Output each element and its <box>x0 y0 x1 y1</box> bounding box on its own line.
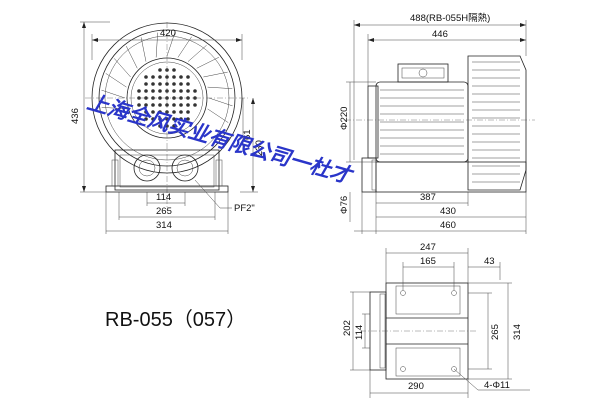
vent-dot <box>151 75 155 79</box>
vent-dot <box>172 117 176 121</box>
vent-dot <box>151 89 155 93</box>
dim-488: 488(RB-055H隔熱) <box>410 12 490 24</box>
vent-dot <box>172 110 176 114</box>
fin <box>203 71 228 78</box>
vent-dot <box>151 103 155 107</box>
side-view: 488(RB-055H隔熱) 446 Φ220 Φ76 387 430 460 <box>339 12 535 234</box>
dim-114-bottom: 114 <box>354 325 365 340</box>
vent-dot <box>137 89 141 93</box>
fin <box>126 45 138 69</box>
vent-dot <box>165 82 169 86</box>
vent-dot <box>186 82 190 86</box>
vent-dot <box>193 89 197 93</box>
bottom-view: 247 165 43 202 114 265 314 290 4-Φ1 <box>342 242 530 398</box>
fin <box>196 57 220 69</box>
fin <box>166 32 176 57</box>
vent-dot <box>144 110 148 114</box>
dim-290: 290 <box>408 381 424 392</box>
vent-dot <box>186 117 190 121</box>
dim-460: 460 <box>440 220 456 231</box>
fin <box>208 97 233 107</box>
vent-dot <box>137 103 141 107</box>
front-view: 420 436 230 61 114 265 314 PF2" <box>70 21 265 234</box>
dim-314-bottom: 314 <box>512 324 523 340</box>
vent-dot <box>193 103 197 107</box>
dim-265: 265 <box>156 206 172 217</box>
vent-dot <box>158 82 162 86</box>
vent-dot <box>186 75 190 79</box>
vent-dot <box>179 89 183 93</box>
vent-dot <box>186 103 190 107</box>
vent-dot <box>172 89 176 93</box>
vent-dot <box>151 110 155 114</box>
dim-61: 61 <box>242 129 253 140</box>
vent-dot <box>179 117 183 121</box>
fin <box>101 89 126 99</box>
fin <box>187 45 207 62</box>
vent-dot <box>179 82 183 86</box>
vent-dot <box>179 75 183 79</box>
vent-dot <box>172 75 176 79</box>
vent-dot <box>144 82 148 86</box>
vent-dot <box>158 103 162 107</box>
vent-dot <box>144 117 148 121</box>
housing-fins <box>472 61 520 183</box>
vent-grid <box>137 68 197 128</box>
vent-dot <box>179 103 183 107</box>
dim-165: 165 <box>420 256 436 267</box>
dim-436: 436 <box>70 108 81 124</box>
vent-dot <box>179 110 183 114</box>
model-label: RB-055（057） <box>105 308 246 331</box>
fin <box>155 32 158 58</box>
vent-dot <box>186 89 190 93</box>
vent-dot <box>158 117 162 121</box>
dim-446: 446 <box>432 29 448 40</box>
motor-ribs <box>380 89 464 155</box>
vent-dot <box>158 110 162 114</box>
dim-114: 114 <box>156 192 171 203</box>
dim-202: 202 <box>342 320 353 336</box>
dim-430: 430 <box>440 206 456 217</box>
vent-dot <box>144 103 148 107</box>
vent-dot <box>144 75 148 79</box>
fin <box>207 108 229 123</box>
vent-dot <box>137 96 141 100</box>
dim-phi76: Φ76 <box>339 196 350 214</box>
fin <box>207 86 233 89</box>
dim-265-bottom: 265 <box>490 324 501 340</box>
port-thread-label: PF2" <box>234 203 255 214</box>
dim-247: 247 <box>420 242 436 253</box>
fin <box>140 37 147 62</box>
fin <box>105 73 127 88</box>
vent-dot <box>172 124 176 128</box>
dim-phi220: Φ220 <box>339 107 350 130</box>
dim-230: 230 <box>254 140 265 156</box>
vent-dot <box>172 68 176 72</box>
vent-dot <box>158 124 162 128</box>
vent-dot <box>151 117 155 121</box>
vent-dot <box>158 68 162 72</box>
vent-dot <box>172 82 176 86</box>
vent-dot <box>158 89 162 93</box>
watermark-text: 上海全风实业有限公司一杜才 <box>85 89 357 189</box>
vent-dot <box>144 89 148 93</box>
vent-dot <box>165 103 169 107</box>
dim-314: 314 <box>156 220 172 231</box>
vent-dot <box>165 117 169 121</box>
vent-dot <box>151 82 155 86</box>
holes-label: 4-Φ11 <box>484 380 510 391</box>
cooling-fins <box>101 32 233 123</box>
fin <box>114 58 131 78</box>
vent-dot <box>186 110 190 114</box>
fin <box>101 107 127 110</box>
dim-387: 387 <box>420 192 436 203</box>
dim-420: 420 <box>160 28 176 39</box>
vent-dot <box>172 103 176 107</box>
dim-43: 43 <box>484 256 495 267</box>
vent-dot <box>158 75 162 79</box>
